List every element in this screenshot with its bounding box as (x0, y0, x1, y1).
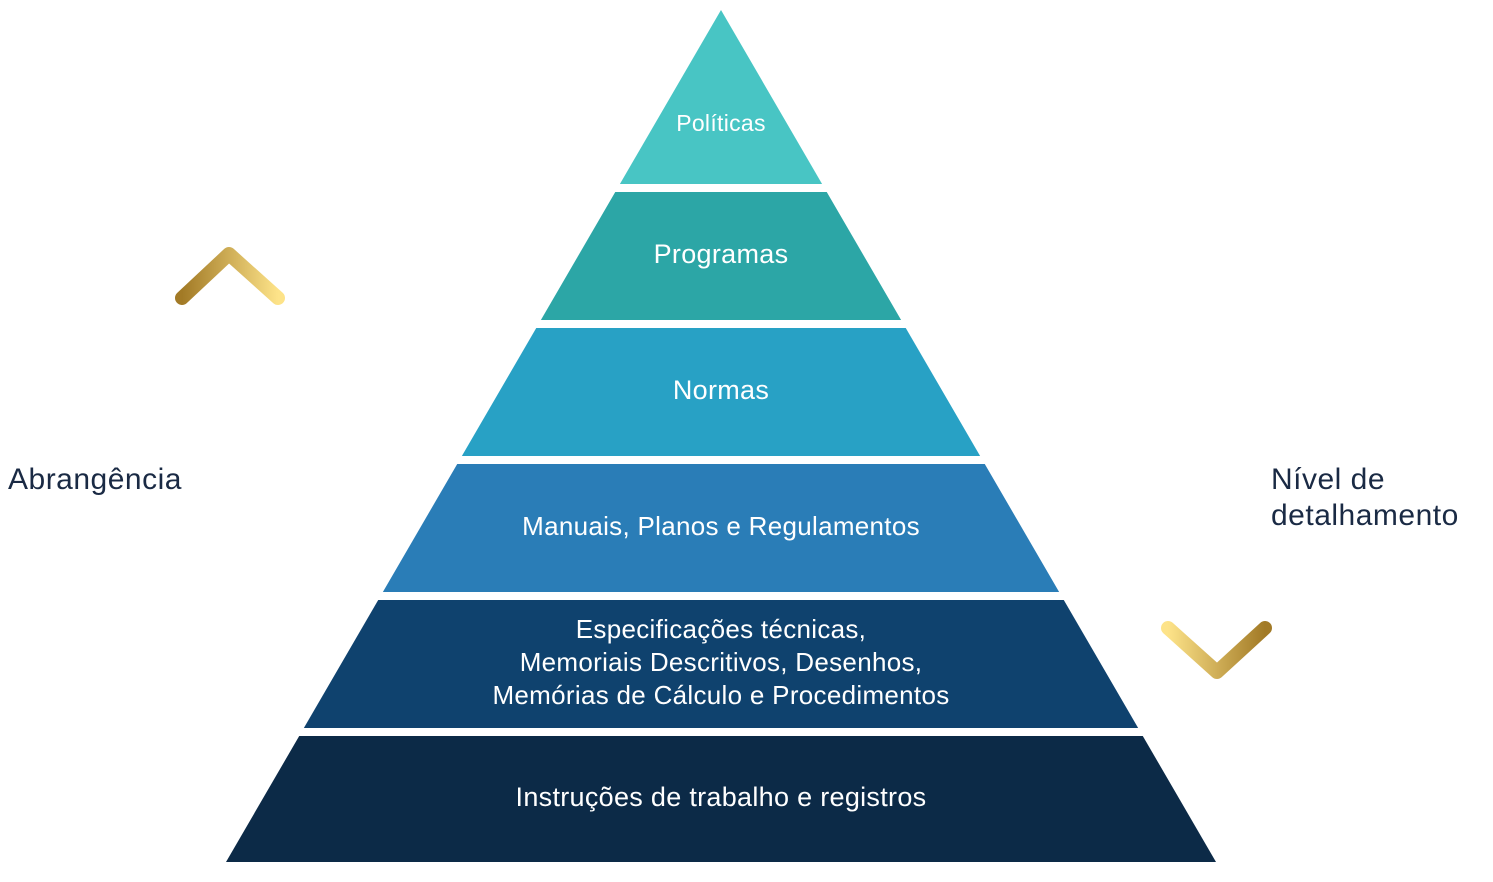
pyramid-tier-3 (461, 328, 981, 456)
nivel-detalhamento-label: Nível de detalhamento (1271, 462, 1459, 534)
pyramid-tier-3-label: Normas (673, 375, 769, 405)
pyramid-tier-4 (382, 464, 1060, 592)
pyramid-tier-5-label: Memoriais Descritivos, Desenhos, (520, 647, 923, 677)
pyramid-tier-5-label: Memórias de Cálculo e Procedimentos (492, 680, 949, 710)
arrow-down-icon (1161, 248, 1272, 679)
pyramid-tier-6 (226, 736, 1216, 862)
pyramid-tier-1-label: Políticas (676, 110, 766, 136)
pyramid-tier-5 (303, 600, 1139, 728)
right-axis-label-line1: Nível de (1271, 463, 1386, 496)
pyramid-tier-6-label: Instruções de trabalho e registros (516, 782, 927, 812)
abrangencia-label: Abrangência (8, 462, 182, 498)
pyramid-tier-2 (540, 192, 902, 320)
pyramid-tier-1 (619, 10, 823, 184)
left-axis-label: Abrangência (8, 463, 182, 496)
arrow-up-icon (175, 247, 285, 682)
pyramid-tier-5-label: Especificações técnicas, (576, 614, 866, 644)
pyramid-tier-2-label: Programas (654, 239, 789, 269)
right-axis-label-line2: detalhamento (1271, 499, 1459, 532)
pyramid-tier-4-label: Manuais, Planos e Regulamentos (522, 511, 920, 541)
